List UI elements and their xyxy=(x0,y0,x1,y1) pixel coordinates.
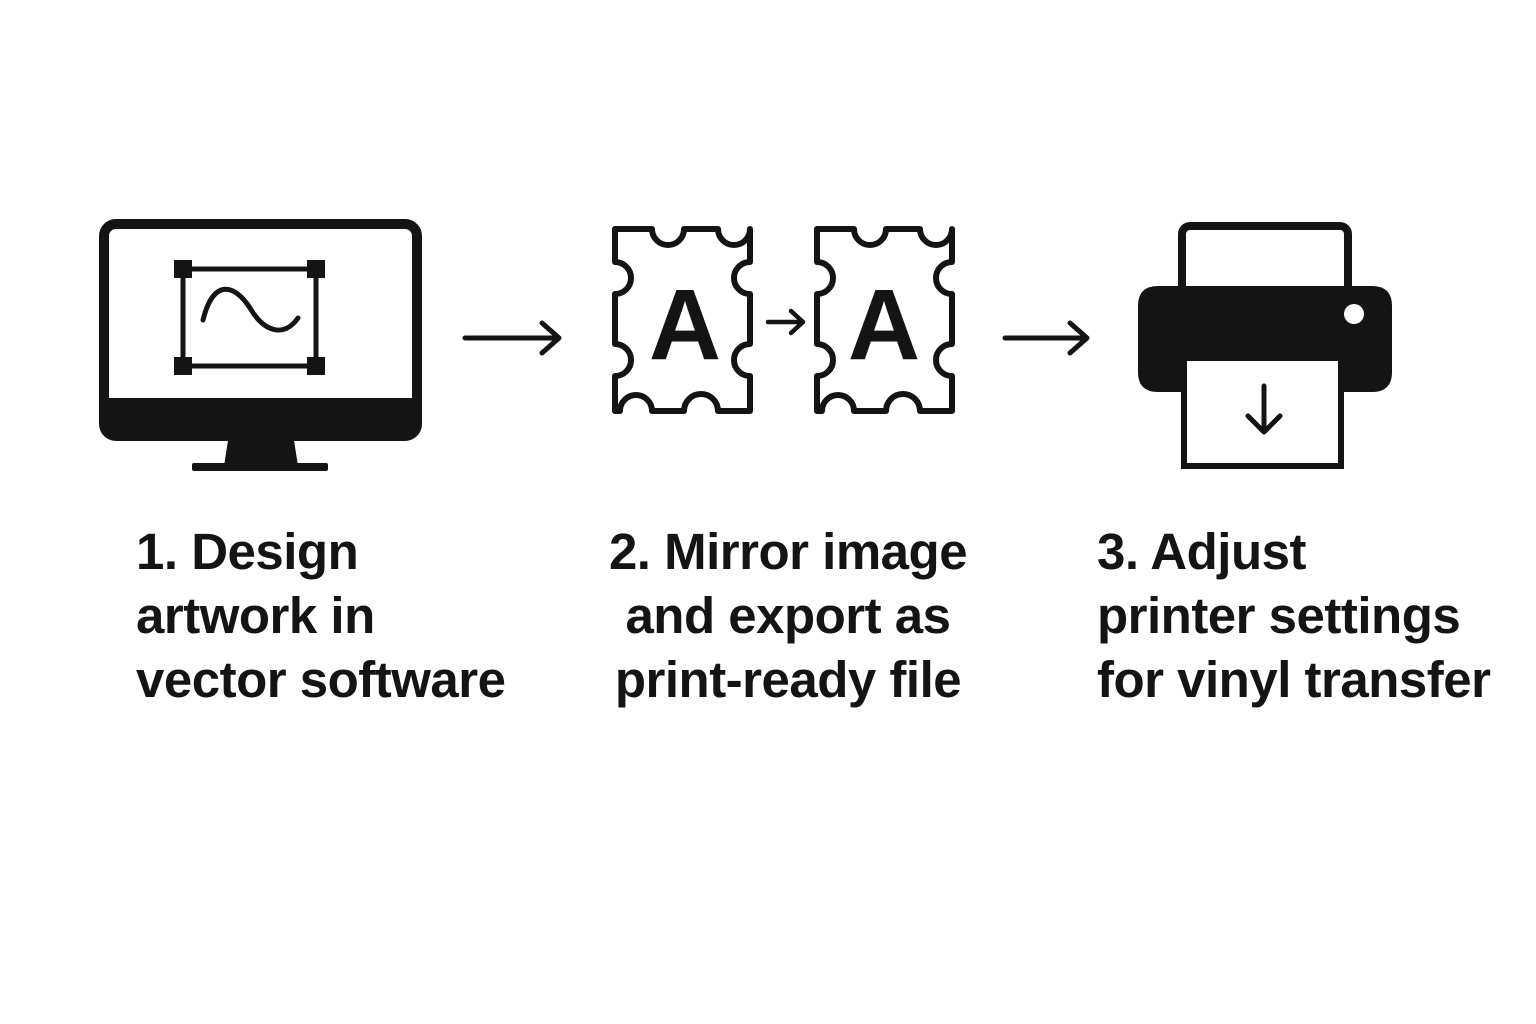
monitor-vector-design-icon xyxy=(99,219,422,471)
arrow-right-icon xyxy=(1002,320,1090,356)
step-2-line-1: 2. Mirror image xyxy=(608,523,968,580)
step-1-label: 1. Design artwork in vector software xyxy=(136,520,506,712)
step-1-line-1: 1. Design xyxy=(136,523,359,580)
printer-output-icon xyxy=(1138,222,1392,469)
stamp-letter: A xyxy=(649,269,721,381)
stamp-letter: A xyxy=(848,269,920,381)
step-3-line-1: 3. Adjust xyxy=(1097,523,1306,580)
arrow-right-small-icon xyxy=(765,308,806,336)
mirror-stamp-right-icon: A xyxy=(814,226,955,414)
step-2-label: 2. Mirror image and export as print-read… xyxy=(578,520,998,712)
step-3-line-3: for vinyl transfer xyxy=(1097,651,1491,708)
arrow-right-icon xyxy=(462,320,562,356)
step-3-line-2: printer settings xyxy=(1097,587,1461,644)
step-2-line-2: and export as xyxy=(625,587,951,644)
mirror-stamp-left-icon: A xyxy=(612,226,753,414)
step-3-label: 3. Adjust printer settings for vinyl tra… xyxy=(1097,520,1491,712)
step-1-line-3: vector software xyxy=(136,651,506,708)
step-1-line-2: artwork in xyxy=(136,587,375,644)
step-2-line-3: print-ready file xyxy=(614,651,962,708)
